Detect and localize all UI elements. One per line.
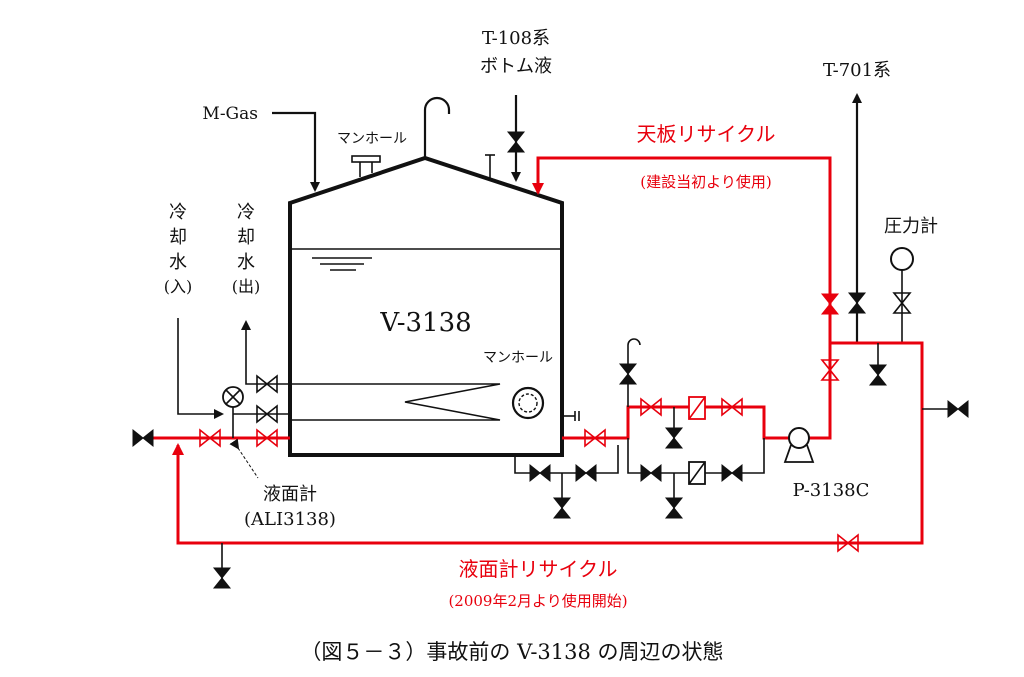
svg-text:冷: 冷 [169,202,187,223]
vessel-label: V-3138 [379,308,471,338]
svg-text:却: 却 [169,227,187,248]
discharge-valve [820,359,840,381]
bottom-inlet-valve-2 [256,428,278,448]
pressure-gauge-label: 圧力計 [884,216,938,237]
strainer-lower-valve-2 [721,463,743,483]
cooling-in-valve [256,404,278,424]
vent-riser [618,338,641,407]
roof-recycle-line [532,156,832,343]
roof-recycle-title: 天板リサイクル [637,122,776,146]
vessel-drain-valve-1 [529,463,551,483]
svg-text:却: 却 [237,227,255,248]
level-gauge-pointer [229,438,259,479]
roof-recycle-note: (建設当初より使用) [640,173,771,191]
svg-text:(出): (出) [232,277,261,296]
level-gauge-label-1: 液面計 [263,484,317,505]
pump-label: P-3138C [793,480,870,501]
t108-valve [506,131,526,153]
level-recycle-drain [212,543,232,589]
manhole-side-label: マンホール [483,350,553,366]
level-recycle-valve [837,533,859,553]
vessel-v3138 [288,96,580,457]
mgas-label-text: M-Gas [202,104,258,124]
cooling-out-valve [256,374,278,394]
strainer-upper-drain [664,407,684,449]
strainer-upper-valve-2 [721,397,743,417]
cooling-in-label: 冷 却 水 (入) [164,202,193,296]
bottom-inlet-end-valve [132,428,154,448]
svg-text:水: 水 [169,252,187,273]
level-gauge [222,386,244,438]
header-drain [868,343,888,386]
header-side-outlet [922,399,969,419]
pressure-gauge [890,247,914,343]
vessel-drain-line [514,445,619,474]
strainer-lower-drain [664,473,684,519]
manhole-top-label: マンホール [337,131,407,147]
roof-recycle-valve [820,293,840,315]
figure-caption: （図５－３）事故前の V-3138 の周辺の状態 [300,640,723,664]
t701-valve [847,292,867,314]
svg-text:(入): (入) [164,277,193,296]
vessel-drain-valve-2 [575,463,597,483]
t108-label-2: ボトム液 [480,56,552,77]
t108-label-1: T-108系 [482,28,550,49]
cooling-in-line [177,318,224,419]
cooling-out-line [241,320,290,385]
bottom-inlet-valve-1 [199,428,221,448]
level-recycle-note: (2009年2月より使用開始) [448,592,627,610]
pump-p3138c [783,427,815,463]
strainer-upper [688,396,706,420]
level-gauge-label-2: (ALI3138) [244,509,336,530]
suction-valve-1 [584,428,606,448]
strainer-upper-valve-1 [640,397,662,417]
t701-label: T-701系 [823,60,891,81]
vessel-drain-valve-3 [552,473,572,519]
svg-text:冷: 冷 [237,202,255,223]
mgas-line [272,111,320,192]
strainer-lower [688,461,706,485]
strainer-lower-valve-1 [640,463,662,483]
svg-text:水: 水 [237,252,255,273]
level-recycle-title: 液面計リサイクル [459,557,618,581]
cooling-out-label: 冷 却 水 (出) [232,202,261,296]
level-recycle-line [172,341,924,545]
